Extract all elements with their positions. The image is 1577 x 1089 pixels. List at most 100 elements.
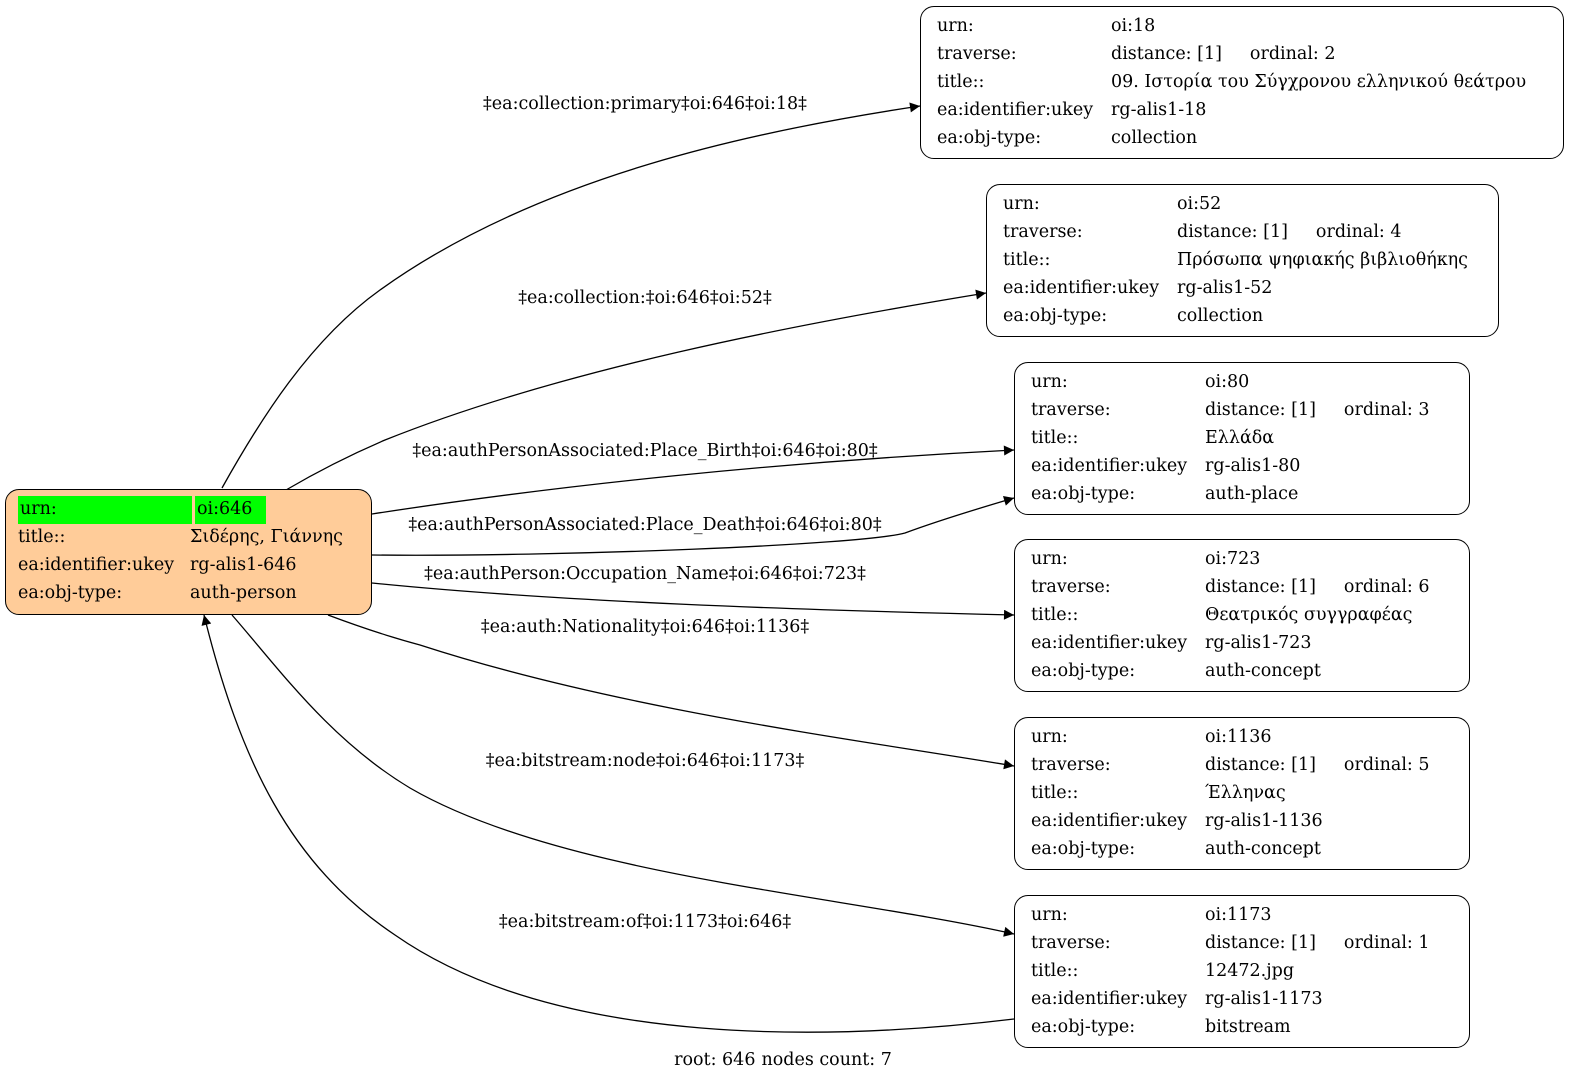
node-key: ea:identifier:ukey bbox=[937, 100, 1094, 120]
node-value: auth-concept bbox=[1205, 839, 1321, 859]
node-key: ea:obj-type: bbox=[1031, 839, 1136, 859]
node-value: Ελλάδα bbox=[1205, 428, 1275, 448]
node-key: urn: bbox=[1003, 194, 1040, 214]
node-key: urn: bbox=[18, 496, 192, 524]
node-row: ea:obj-type: collection bbox=[937, 125, 1553, 153]
edge-label: ‡ea:authPersonAssociated:Place_Birth‡oi:… bbox=[412, 441, 878, 461]
node-oi-80[interactable]: urn:oi:80 traverse: distance: [1]ordinal:… bbox=[1014, 362, 1470, 515]
node-row: traverse:distance: [1]ordinal: 6 bbox=[1031, 574, 1459, 602]
edge-bitstream-node bbox=[231, 614, 1015, 937]
edge-place-birth bbox=[371, 445, 1015, 515]
node-value: rg-alis1-18 bbox=[1111, 100, 1207, 120]
node-row: urn:oi:80 bbox=[1031, 369, 1459, 397]
node-row: ea:obj-type:bitstream bbox=[1031, 1014, 1459, 1042]
node-value: oi:1136 bbox=[1205, 727, 1272, 747]
node-key: traverse: bbox=[1031, 400, 1111, 420]
edge-label: ‡ea:collection:primary‡oi:646‡oi:18‡ bbox=[483, 94, 807, 114]
node-oi-723[interactable]: urn:oi:723 traverse:distance: [1]ordinal… bbox=[1014, 539, 1470, 692]
node-row: urn: oi:646 bbox=[18, 496, 359, 524]
node-key: urn: bbox=[1031, 905, 1068, 925]
node-row: urn: oi:1173 bbox=[1031, 902, 1459, 930]
node-value: rg-alis1-52 bbox=[1177, 278, 1273, 298]
node-row: ea:identifier:ukey rg-alis1-52 bbox=[1003, 275, 1488, 303]
node-row: ea:obj-type: auth-concept bbox=[1031, 836, 1459, 864]
node-key: title:: bbox=[1031, 428, 1079, 448]
root-node[interactable]: urn: oi:646 title:: Σιδέρης, Γιάννης ea:… bbox=[5, 489, 372, 615]
edge-occupation bbox=[371, 582, 1015, 620]
node-value: distance: [1]ordinal: 3 bbox=[1205, 397, 1430, 425]
node-value: auth-concept bbox=[1205, 661, 1321, 681]
node-oi-52[interactable]: urn:oi:52 traverse:distance: [1]ordinal:… bbox=[986, 184, 1499, 337]
node-oi-1173[interactable]: urn: oi:1173 traverse: distance: [1] ordina… bbox=[1014, 895, 1470, 1048]
node-row: title::Πρόσωπα ψηφιακής βιβλιοθήκης bbox=[1003, 247, 1488, 275]
node-key: ea:identifier:ukey bbox=[18, 555, 175, 575]
node-key: traverse: bbox=[1031, 933, 1111, 953]
node-row: urn:oi:18 bbox=[937, 13, 1553, 41]
node-row: ea:obj-type: auth-concept bbox=[1031, 658, 1459, 686]
node-key: ea:identifier:ukey bbox=[1031, 456, 1188, 476]
node-key: ea:obj-type: bbox=[1003, 306, 1108, 326]
node-value: distance: [1] ordinal: 1 bbox=[1205, 930, 1430, 958]
node-key: title:: bbox=[1031, 783, 1079, 803]
node-key: ea:identifier:ukey bbox=[1003, 278, 1160, 298]
node-value: oi:1173 bbox=[1205, 905, 1272, 925]
node-value: Θεατρικός συγγραφέας bbox=[1205, 605, 1413, 625]
node-row: traverse:distance: [1]ordinal: 2 bbox=[937, 41, 1553, 69]
node-key: title:: bbox=[937, 72, 985, 92]
node-key: title:: bbox=[1031, 961, 1079, 981]
node-key: ea:identifier:ukey bbox=[1031, 989, 1188, 1009]
footer-root: root: 646 bbox=[674, 1050, 756, 1070]
node-value: collection bbox=[1177, 306, 1264, 326]
edge-label: ‡ea:collection:‡oi:646‡oi:52‡ bbox=[518, 288, 772, 308]
ordinal-value: ordinal: 1 bbox=[1343, 933, 1430, 953]
node-row: urn:oi:1136 bbox=[1031, 724, 1459, 752]
node-value: Σιδέρης, Γιάννης bbox=[190, 527, 343, 547]
ordinal-value: ordinal: 2 bbox=[1249, 44, 1336, 64]
node-row: ea:obj-type:auth-place bbox=[1031, 481, 1459, 509]
node-row: title::Έλληνας bbox=[1031, 780, 1459, 808]
node-key: ea:obj-type: bbox=[937, 128, 1042, 148]
edge-label: ‡ea:bitstream:node‡oi:646‡oi:1173‡ bbox=[485, 751, 805, 771]
node-value: distance: [1]ordinal: 4 bbox=[1177, 219, 1402, 247]
node-value: 12472.jpg bbox=[1205, 961, 1295, 981]
node-row: traverse: distance: [1]ordinal: 3 bbox=[1031, 397, 1459, 425]
node-value: auth-person bbox=[190, 583, 297, 603]
node-value: distance: [1] ordinal: 2 bbox=[1111, 41, 1336, 69]
node-value: oi:646 bbox=[195, 496, 267, 524]
node-key: traverse: bbox=[1031, 755, 1111, 775]
node-row: ea:obj-type: auth-person bbox=[18, 580, 359, 608]
node-key: title:: bbox=[18, 527, 66, 547]
distance-value: distance: [1] bbox=[1205, 933, 1316, 953]
node-value: Πρόσωπα ψηφιακής βιβλιοθήκης bbox=[1177, 250, 1468, 270]
footer-count: nodes count: 7 bbox=[761, 1050, 892, 1070]
node-key: ea:obj-type: bbox=[1031, 484, 1136, 504]
node-row: ea:identifier:ukey rg-alis1-646 bbox=[18, 552, 359, 580]
ordinal-value: ordinal: 5 bbox=[1343, 755, 1430, 775]
node-value: oi:18 bbox=[1111, 16, 1156, 36]
node-oi-1136[interactable]: urn:oi:1136 traverse: distance: [1]ordina… bbox=[1014, 717, 1470, 870]
node-value: rg-alis1-723 bbox=[1205, 633, 1312, 653]
node-value: oi:80 bbox=[1205, 372, 1250, 392]
node-value: oi:52 bbox=[1177, 194, 1222, 214]
distance-value: distance: [1] bbox=[1111, 44, 1222, 64]
edge-label: ‡ea:authPersonAssociated:Place_Death‡oi:… bbox=[408, 515, 882, 535]
node-key: urn: bbox=[1031, 549, 1068, 569]
node-row: traverse: distance: [1]ordinal: 5 bbox=[1031, 752, 1459, 780]
node-row: title::Θεατρικός συγγραφέας bbox=[1031, 602, 1459, 630]
node-key: ea:obj-type: bbox=[1031, 661, 1136, 681]
edge-bitstream-of bbox=[201, 614, 1015, 1033]
node-row: title:: Σιδέρης, Γιάννης bbox=[18, 524, 359, 552]
node-value: distance: [1]ordinal: 5 bbox=[1205, 752, 1430, 780]
node-row: title::Ελλάδα bbox=[1031, 425, 1459, 453]
node-key: ea:identifier:ukey bbox=[1031, 811, 1188, 831]
edge-label: ‡ea:auth:Nationality‡oi:646‡oi:1136‡ bbox=[480, 617, 810, 637]
ordinal-value: ordinal: 3 bbox=[1343, 400, 1430, 420]
edge-label: ‡ea:authPerson:Occupation_Name‡oi:646‡oi… bbox=[424, 564, 866, 584]
node-oi-18[interactable]: urn:oi:18 traverse:distance: [1]ordinal:… bbox=[920, 6, 1564, 159]
distance-value: distance: [1] bbox=[1177, 222, 1288, 242]
ordinal-value: ordinal: 6 bbox=[1343, 577, 1430, 597]
node-value: collection bbox=[1111, 128, 1198, 148]
